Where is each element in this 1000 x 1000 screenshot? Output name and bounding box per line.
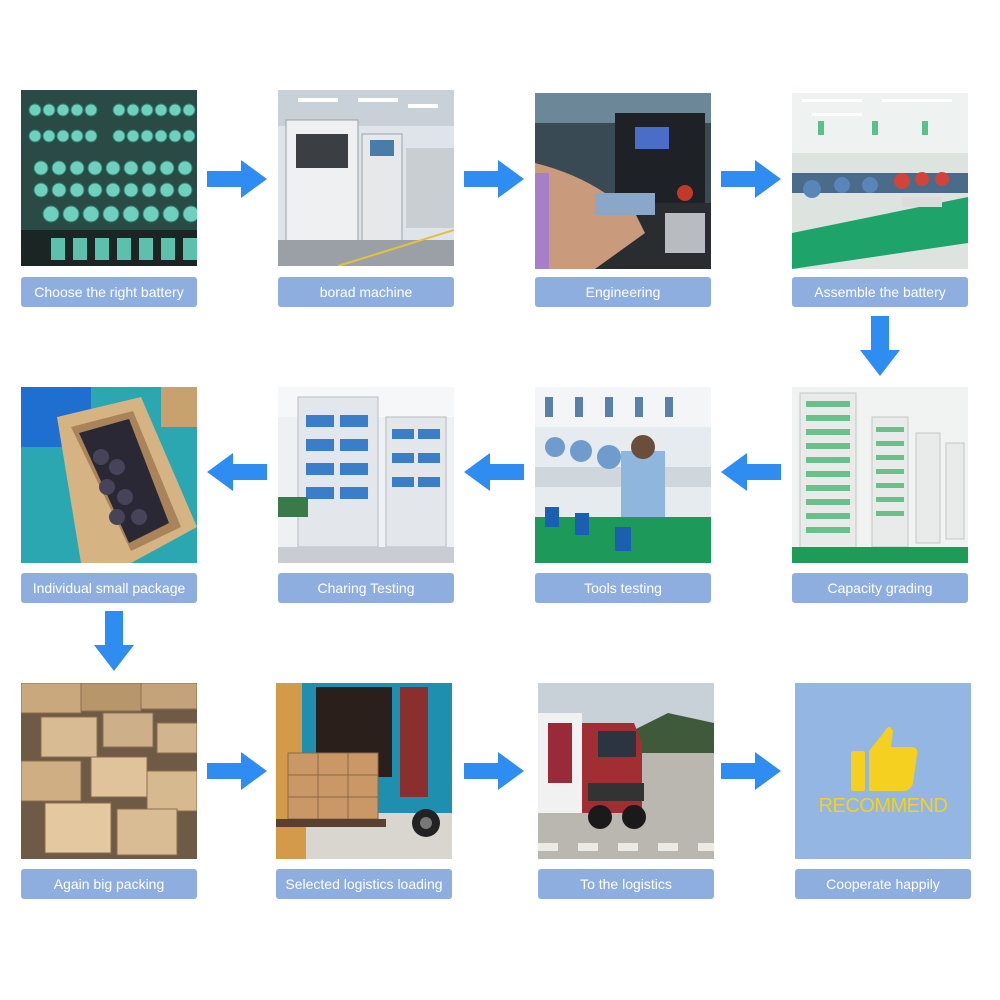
step-label-3: Engineering xyxy=(535,277,711,307)
arrow-right-icon xyxy=(207,160,267,198)
step-label-12: Cooperate happily xyxy=(795,869,971,899)
arrow-right-icon xyxy=(207,752,267,790)
arrow-left-icon xyxy=(207,453,267,491)
step-label-11: To the logistics xyxy=(538,869,714,899)
recommend-badge: RECOMMEND xyxy=(795,683,971,859)
step-label-2: borad machine xyxy=(278,277,454,307)
tools-testing-photo xyxy=(535,387,711,563)
truck-photo xyxy=(538,683,714,859)
arrow-down-icon xyxy=(860,316,900,376)
step-label-4: Assemble the battery xyxy=(792,277,968,307)
step-label-10: Selected logistics loading xyxy=(276,869,452,899)
board-machine-photo xyxy=(278,90,454,266)
step-label-5: Capacity grading xyxy=(792,573,968,603)
arrow-right-icon xyxy=(721,752,781,790)
arrow-right-icon xyxy=(721,160,781,198)
step-label-7: Charing Testing xyxy=(278,573,454,603)
recommend-text: RECOMMEND xyxy=(818,795,948,817)
battery-cells-photo xyxy=(21,90,197,266)
step-label-9: Again big packing xyxy=(21,869,197,899)
step-label-8: Individual small package xyxy=(21,573,197,603)
engineering-photo xyxy=(535,93,711,269)
arrow-down-icon xyxy=(94,611,134,671)
step-label-6: Tools testing xyxy=(535,573,711,603)
thumbs-up-icon xyxy=(851,727,918,791)
arrow-left-icon xyxy=(464,453,524,491)
big-packing-photo xyxy=(21,683,197,859)
step-label-1: Choose the right battery xyxy=(21,277,197,307)
logistics-loading-photo xyxy=(276,683,452,859)
assembly-line-photo xyxy=(792,93,968,269)
arrow-right-icon xyxy=(464,752,524,790)
small-package-photo xyxy=(21,387,197,563)
arrow-left-icon xyxy=(721,453,781,491)
arrow-right-icon xyxy=(464,160,524,198)
capacity-grading-photo xyxy=(792,387,968,563)
charging-testing-photo xyxy=(278,387,454,563)
